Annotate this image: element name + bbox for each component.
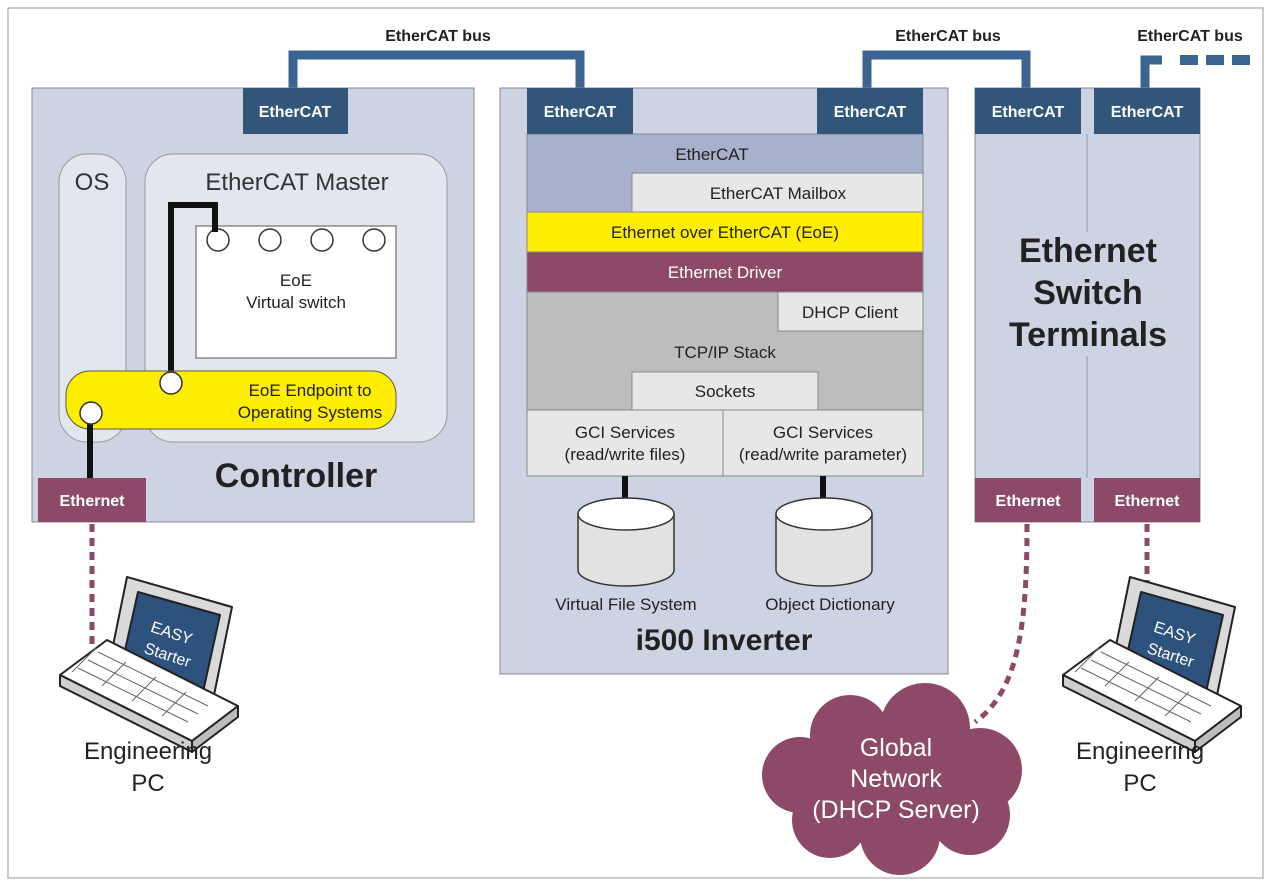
controller-ethernet-port-label: Ethernet — [60, 493, 126, 510]
laptop-right-icon — [1062, 576, 1242, 753]
gci-params-box — [722, 409, 924, 477]
cloud-line-2: Network — [850, 765, 942, 793]
gci-params-line-1: GCI Services — [773, 423, 873, 442]
bus-label-1: EtherCAT bus — [385, 28, 491, 45]
controller-ethercat-port — [243, 88, 348, 134]
terminal-2-ethernet-port — [1094, 478, 1200, 522]
eoe-endpoint-line-2: Operating Systems — [238, 403, 383, 422]
switch-to-endpoint-link — [168, 202, 218, 372]
engineering-pc-left-line-1: Engineering — [84, 738, 212, 765]
inverter-ethercat-port-out-label: EtherCAT — [834, 104, 907, 121]
virtual-file-system-db-icon — [577, 497, 675, 587]
inverter-ethercat-port-in-label: EtherCAT — [544, 104, 617, 121]
object-dictionary-db-icon — [775, 497, 873, 587]
engineering-pc-left-line-2: PC — [131, 770, 164, 797]
ethercat-bus-dashes — [1180, 55, 1250, 65]
terminal-1-ethernet-port-label: Ethernet — [996, 493, 1062, 510]
diagram-frame — [7, 7, 1264, 879]
endpoint-port-os — [79, 401, 103, 425]
layer-mailbox-label: EtherCAT Mailbox — [710, 184, 847, 203]
laptop-left-icon — [59, 576, 239, 753]
virtual-switch-line-2: Virtual switch — [246, 293, 346, 312]
terminal-2-ethernet-port-label: Ethernet — [1115, 493, 1181, 510]
global-network-cloud — [762, 683, 1022, 875]
layer-sockets — [631, 371, 819, 411]
virtual-switch-ports — [206, 228, 386, 252]
switch-terminals-panel: Ethernet Switch Terminals EtherCAT Ether… — [974, 87, 1201, 523]
cloud-line-3: (DHCP Server) — [812, 796, 980, 824]
gci-files-box — [526, 409, 724, 477]
gci-files-line-1: GCI Services — [575, 423, 675, 442]
gci-files-line-2: (read/write files) — [565, 445, 686, 464]
inverter-ethercat-port-in — [527, 88, 633, 134]
terminals-title-line-2: Switch — [1033, 274, 1143, 312]
terminal-1-ethernet-port — [975, 478, 1081, 522]
terminals-title-backdrop — [1000, 232, 1175, 356]
terminals-title-line-1: Ethernet — [1019, 232, 1157, 270]
eoe-endpoint-box — [65, 370, 397, 430]
controller-title: Controller — [215, 457, 377, 495]
terminals-title-line-3: Terminals — [1009, 316, 1167, 354]
virtual-switch-line-1: EoE — [280, 271, 312, 290]
virtual-switch-box — [195, 225, 397, 359]
bus-label-3: EtherCAT bus — [1137, 28, 1243, 45]
terminal-1-ethercat-port-label: EtherCAT — [992, 104, 1065, 121]
bus-label-2: EtherCAT bus — [895, 28, 1001, 45]
os-label: OS — [75, 169, 110, 196]
layer-ethernet-driver — [526, 251, 924, 293]
ethercat-bus-lines — [288, 50, 1162, 88]
ethercat-master-label: EtherCAT Master — [205, 169, 388, 196]
terminal-1-ethercat-port — [975, 88, 1081, 134]
layer-dhcp-client-label: DHCP Client — [802, 303, 898, 322]
virtual-file-system-label: Virtual File System — [555, 595, 696, 614]
layer-eoe — [526, 211, 924, 253]
layer-ethercat-label: EtherCAT — [675, 145, 748, 164]
inverter-title: i500 Inverter — [636, 624, 813, 657]
layer-tcpip-label: TCP/IP Stack — [674, 343, 776, 362]
object-dictionary-label: Object Dictionary — [765, 595, 895, 614]
controller-ethercat-port-label: EtherCAT — [259, 104, 332, 121]
layer-sockets-label: Sockets — [695, 382, 755, 401]
engineering-pc-right-line-1: Engineering — [1076, 738, 1204, 765]
eoe-endpoint-line-1: EoE Endpoint to — [249, 381, 372, 400]
engineering-pc-right-line-2: PC — [1123, 770, 1156, 797]
layer-ethernet-driver-label: Ethernet Driver — [668, 263, 783, 282]
controller-ethernet-port — [38, 478, 146, 522]
terminal-2-ethercat-port — [1094, 88, 1200, 134]
gci-params-line-2: (read/write parameter) — [739, 445, 907, 464]
layer-mailbox — [631, 172, 924, 213]
layer-eoe-label: Ethernet over EtherCAT (EoE) — [611, 223, 839, 242]
controller-panel: OS EtherCAT Master EoE Virtual switch Eo… — [31, 87, 475, 523]
inverter-ethercat-port-out — [817, 88, 923, 134]
layer-dhcp-client — [777, 291, 924, 332]
endpoint-port-master — [159, 371, 183, 395]
cloud-line-1: Global — [860, 734, 932, 762]
inverter-panel: EtherCAT EtherCAT Mailbox Ethernet over … — [499, 87, 949, 675]
terminal-2-ethercat-port-label: EtherCAT — [1111, 104, 1184, 121]
ethernet-dotted-links — [89, 523, 1150, 725]
